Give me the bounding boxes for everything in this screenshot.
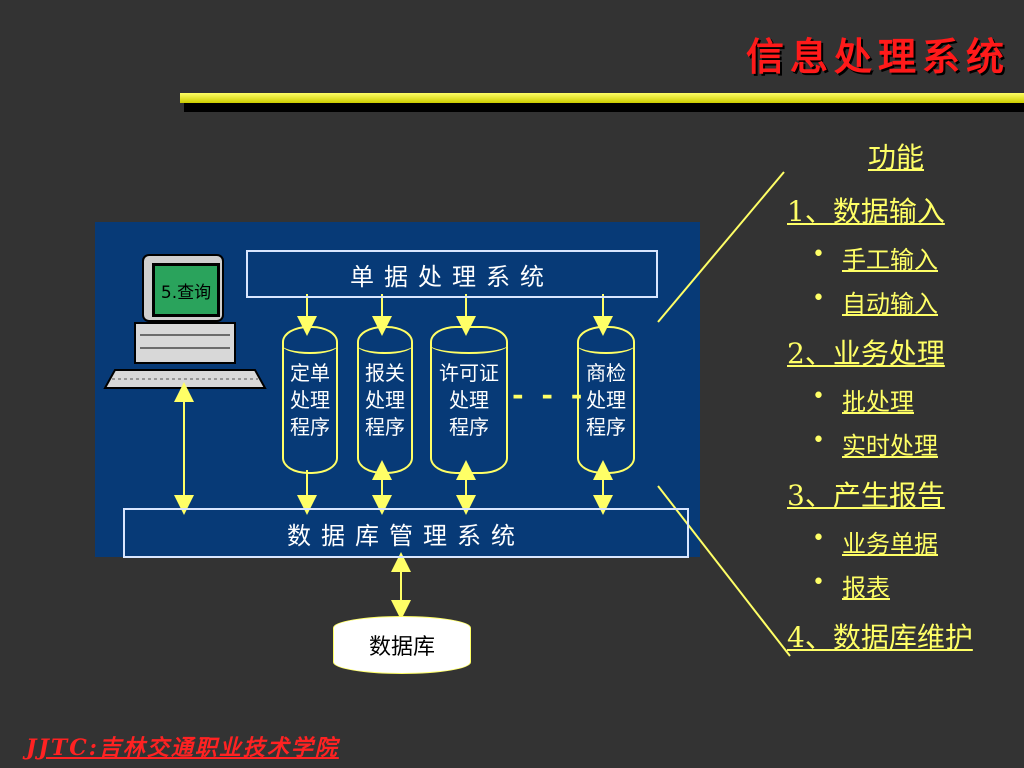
item-business-documents: 业务单据	[842, 530, 938, 558]
item-auto-input: 自动输入	[842, 290, 938, 318]
group-3-label: 3、产生报告	[787, 479, 945, 512]
bullet-dot: •	[812, 384, 825, 409]
title-underline-shadow	[184, 100, 1024, 112]
customs-processing-cylinder: 报关 处理 程序	[357, 326, 413, 474]
group-4-label: 4、数据库维护	[787, 621, 973, 654]
title-underline-bar	[180, 93, 1024, 103]
group-1-label: 1、数据输入	[787, 195, 945, 228]
functions-heading: 功能	[868, 141, 925, 174]
group-2-label: 2、业务处理	[787, 337, 945, 370]
college-footer: JJTC:吉林交通职业技术学院	[26, 735, 339, 761]
database-cylinder: 数据库	[333, 616, 471, 674]
ellipsis-dashes: - - -	[512, 378, 587, 411]
inspection-processing-cylinder: 商检 处理 程序	[577, 326, 635, 474]
bullet-dot: •	[812, 242, 825, 267]
document-processing-box: 单据处理系统	[246, 250, 658, 298]
bullet-dot: •	[812, 526, 825, 551]
item-batch-processing: 批处理	[842, 388, 914, 416]
item-realtime-processing: 实时处理	[842, 432, 938, 460]
bullet-dot: •	[812, 286, 825, 311]
dbms-box: 数据库管理系统	[123, 508, 689, 558]
order-processing-cylinder: 定单 处理 程序	[282, 326, 338, 474]
item-reports: 报表	[842, 574, 890, 602]
license-processing-cylinder: 许可证 处理 程序	[430, 326, 508, 474]
query-screen-label: 5.查询	[152, 263, 220, 317]
bullet-dot: •	[812, 428, 825, 453]
item-manual-input: 手工输入	[842, 246, 938, 274]
bullet-dot: •	[812, 570, 825, 595]
slide-title: 信息处理系统	[745, 34, 1010, 79]
